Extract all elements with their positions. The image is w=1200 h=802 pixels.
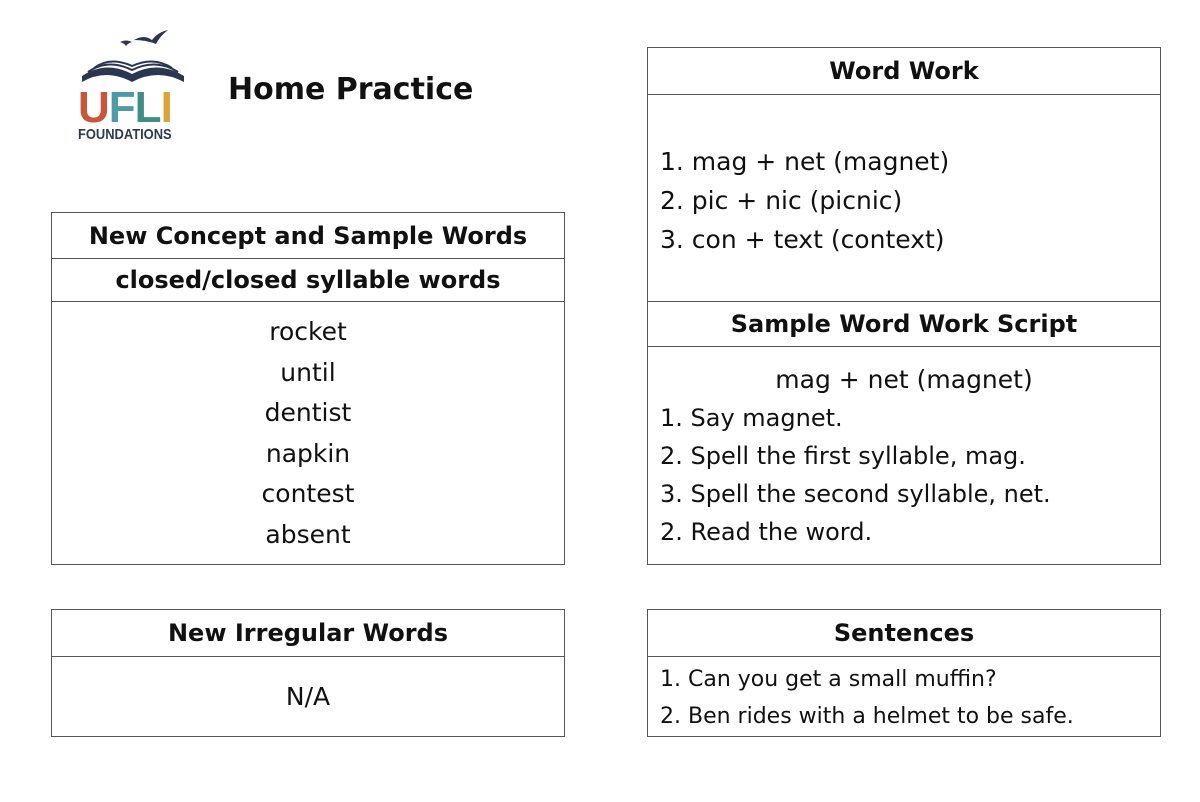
word-work-heading: Word Work [648, 48, 1160, 95]
word-work-list: 1. mag + net (magnet) 2. pic + nic (picn… [648, 95, 1160, 302]
logo-letter-u: U [78, 83, 110, 132]
logo-letters: UFLI [78, 83, 173, 132]
irregular-heading: New Irregular Words [52, 610, 564, 657]
list-item: until [280, 357, 336, 387]
word-work-box: Word Work 1. mag + net (magnet) 2. pic +… [647, 47, 1161, 565]
list-item: 2. Ben rides with a helmet to be safe. [660, 704, 1074, 729]
ufli-logo: UFLI FOUNDATIONS [76, 26, 188, 146]
sentences-heading: Sentences [648, 610, 1160, 657]
page-title: Home Practice [228, 72, 474, 107]
list-item: absent [265, 519, 351, 549]
concept-heading: New Concept and Sample Words [52, 213, 564, 259]
irregular-words-box: New Irregular Words N/A [51, 609, 565, 737]
list-item: 3. Spell the second syllable, net. [660, 480, 1051, 508]
list-item: 1. mag + net (magnet) [660, 147, 950, 176]
logo-letter-f: F [108, 83, 136, 132]
sample-word-list: rocket until dentist napkin contest abse… [52, 302, 564, 555]
script-heading: Sample Word Work Script [648, 302, 1160, 347]
list-item: 1. Say magnet. [660, 404, 843, 432]
sentences-box: Sentences 1. Can you get a small muffin?… [647, 609, 1161, 737]
concept-box: New Concept and Sample Words closed/clos… [51, 212, 565, 565]
list-item: contest [261, 479, 355, 508]
open-book-with-birds-icon [82, 30, 184, 82]
list-item: 2. Read the word. [660, 518, 873, 546]
logo-letter-l: L [134, 83, 162, 132]
list-item: rocket [269, 317, 347, 346]
list-item: 1. Can you get a small muffin? [660, 667, 997, 692]
irregular-value: N/A [285, 682, 331, 711]
logo-subtitle: FOUNDATIONS [78, 126, 172, 143]
list-item: 3. con + text (context) [660, 225, 945, 254]
logo-letter-i: I [160, 83, 173, 132]
list-item: napkin [265, 438, 351, 468]
list-item: 2. pic + nic (picnic) [660, 186, 903, 215]
sentence-list: 1. Can you get a small muffin? 2. Ben ri… [648, 657, 1160, 735]
list-item: dentist [264, 398, 352, 427]
concept-subheading: closed/closed syllable words [52, 259, 564, 302]
script-example: mag + net (magnet) [775, 365, 1033, 394]
script-steps: 1. Say magnet. 2. Spell the first syllab… [648, 399, 1160, 551]
list-item: 2. Spell the first syllable, mag. [660, 442, 1026, 470]
